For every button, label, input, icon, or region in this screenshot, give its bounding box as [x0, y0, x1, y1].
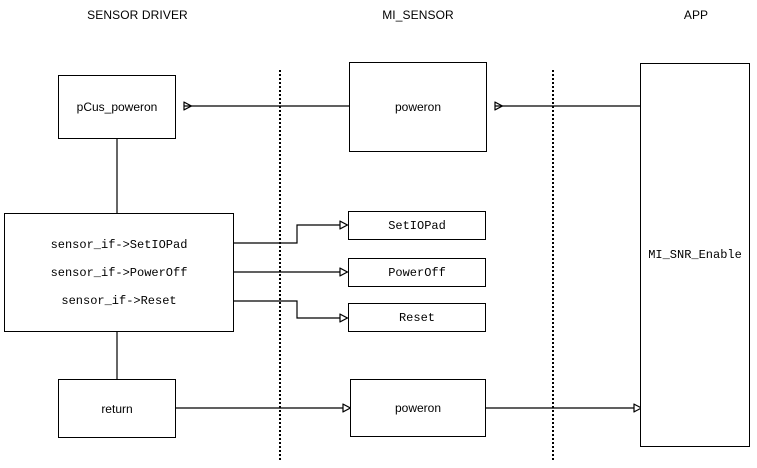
- lane-separator-sensor-app: [552, 70, 554, 460]
- node-mi-snr-enable[interactable]: MI_SNR_Enable: [640, 63, 750, 447]
- node-sensor-if-line-poweroff: sensor_if->PowerOff: [50, 265, 188, 280]
- node-return-label: return: [101, 401, 133, 416]
- node-set-io-pad[interactable]: SetIOPad: [348, 211, 486, 240]
- node-reset-label: Reset: [398, 310, 435, 325]
- node-mi-poweron-top-label: poweron: [394, 100, 442, 114]
- node-mi-poweron-bottom[interactable]: poweron: [350, 379, 486, 437]
- node-sensor-if-line-setiopad: sensor_if->SetIOPad: [50, 237, 188, 252]
- node-power-off-label: PowerOff: [388, 265, 446, 280]
- node-mi-snr-enable-label: MI_SNR_Enable: [648, 248, 742, 262]
- node-set-io-pad-label: SetIOPad: [388, 218, 446, 233]
- node-mi-poweron-bottom-label: poweron: [394, 401, 442, 415]
- lane-separator-driver-sensor: [279, 70, 281, 460]
- node-mi-poweron-top[interactable]: poweron: [349, 62, 487, 152]
- lane-title-app: APP: [683, 8, 709, 22]
- node-power-off[interactable]: PowerOff: [348, 258, 486, 287]
- connector-sensor-if-to-setiopad: [234, 225, 340, 244]
- connector-sensor-if-to-reset: [234, 300, 340, 318]
- node-pcus-poweron-label: pCus_poweron: [76, 100, 158, 114]
- node-sensor-if[interactable]: sensor_if->SetIOPad sensor_if->PowerOff …: [4, 213, 234, 332]
- node-reset[interactable]: Reset: [348, 303, 486, 332]
- node-sensor-if-line-reset: sensor_if->Reset: [61, 293, 177, 308]
- lane-title-mi-sensor: MI_SENSOR: [382, 8, 454, 22]
- node-pcus-poweron[interactable]: pCus_poweron: [58, 75, 176, 139]
- lane-title-sensor-driver: SENSOR DRIVER: [87, 8, 188, 22]
- node-return[interactable]: return: [58, 379, 176, 438]
